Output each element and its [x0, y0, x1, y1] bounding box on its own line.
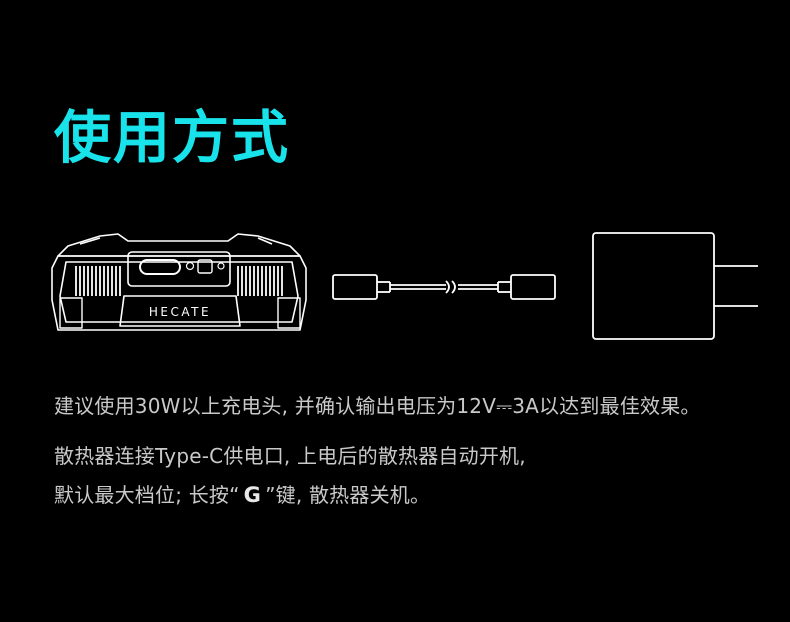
power-adapter-icon: [592, 232, 758, 340]
cooler-device-icon: [51, 233, 307, 331]
page-title: 使用方式: [54, 105, 290, 171]
instruction-line-3-prefix: 默认最大档位; 长按“: [54, 483, 240, 507]
usb-c-cable-icon: [332, 274, 556, 300]
instruction-line-3: 默认最大档位; 长按“G”键, 散热器关机。: [54, 479, 430, 508]
instruction-line-2: 散热器连接Type-C供电口, 上电后的散热器自动开机,: [54, 444, 526, 468]
cooler-fins-left: [75, 266, 121, 296]
g-key-label: G: [243, 483, 262, 507]
usage-illustration: HECATE: [51, 232, 758, 340]
cooler-fins-right: [237, 266, 283, 296]
instruction-line-1: 建议使用30W以上充电头, 并确认输出电压为12V⎓3A以达到最佳效果。: [54, 394, 701, 418]
instruction-line-3-suffix: ”键, 散热器关机。: [265, 483, 431, 507]
brand-logo: HECATE: [149, 305, 211, 319]
